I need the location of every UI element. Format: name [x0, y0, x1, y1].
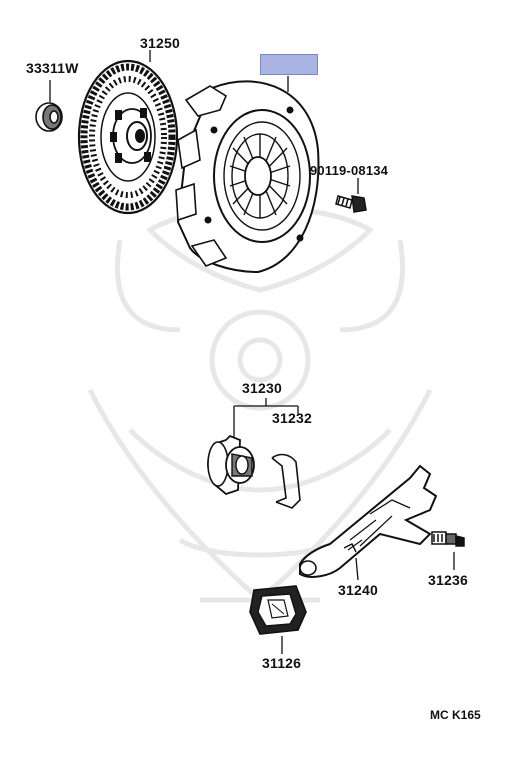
label-31250: 31250 — [140, 35, 180, 51]
pilot-bearing — [36, 103, 62, 131]
fork-boot — [250, 586, 306, 634]
hub-clip — [272, 455, 300, 508]
label-31126: 31126 — [262, 655, 301, 671]
fork-pivot — [432, 532, 464, 546]
reference-code: MC K165 — [430, 708, 481, 722]
bolt — [336, 196, 366, 212]
release-bearing — [208, 436, 254, 494]
label-33311w: 33311W — [26, 60, 79, 76]
part-highlight-box — [260, 54, 318, 75]
label-90119-08134: 90119-08134 — [310, 163, 388, 178]
label-31230: 31230 — [242, 380, 282, 396]
label-31240: 31240 — [338, 582, 378, 598]
label-31232: 31232 — [272, 410, 312, 426]
leader-31240 — [356, 558, 358, 580]
release-fork — [300, 466, 436, 577]
clutch-disc — [79, 61, 177, 213]
label-31236: 31236 — [428, 572, 468, 588]
clutch-cover — [176, 81, 318, 272]
